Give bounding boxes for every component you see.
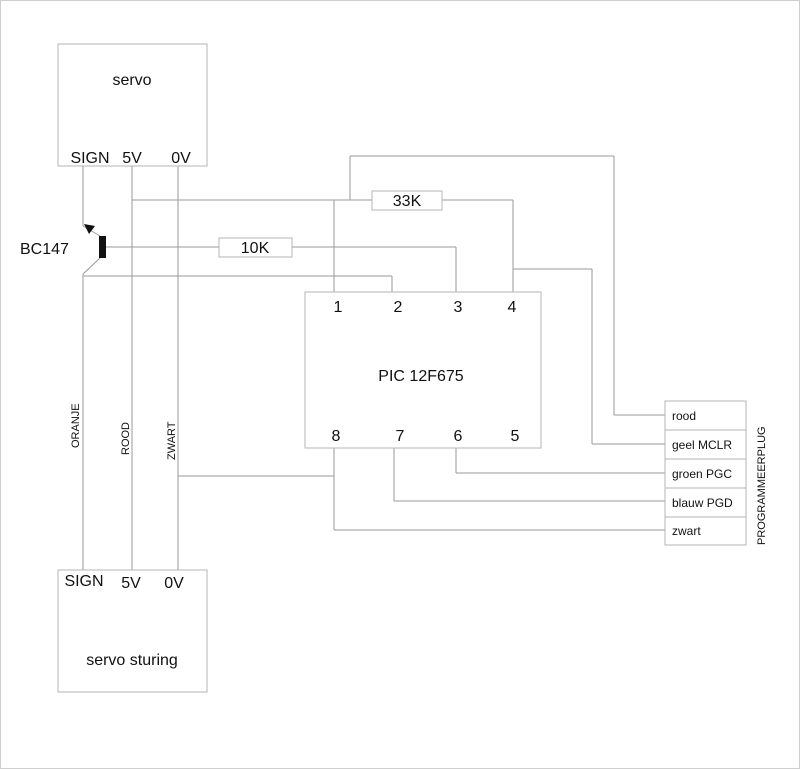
servo-rect bbox=[57, 43, 208, 167]
sturing-pin-5v: 5V bbox=[121, 575, 141, 592]
resistor-10k-body bbox=[218, 237, 293, 258]
transistor: BC147 bbox=[20, 224, 106, 258]
servo-pin-0v: 0V bbox=[171, 150, 191, 167]
wire-label-rood: ROOD bbox=[120, 422, 132, 455]
wire-label-zwart: ZWART bbox=[166, 421, 178, 460]
plug-title: PROGRAMMEERPLUG bbox=[756, 426, 768, 545]
wires bbox=[82, 155, 665, 570]
pic-rect bbox=[304, 291, 542, 449]
plug-row-pgc bbox=[664, 458, 747, 489]
transistor-emitter bbox=[82, 257, 101, 275]
servo-sturing-title: servo sturing bbox=[86, 652, 178, 669]
resistor-33k-body bbox=[371, 190, 443, 211]
transistor-arrow-icon bbox=[84, 224, 95, 234]
programmeerplug: rood geel MCLR groen PGC blauw PGD zwart… bbox=[664, 400, 768, 546]
servo-pin-5v: 5V bbox=[122, 150, 142, 167]
resistor-10k: 10K bbox=[218, 237, 293, 258]
wire-label-oranje: ORANJE bbox=[70, 403, 82, 448]
pic-title: PIC 12F675 bbox=[378, 368, 463, 385]
sturing-pin-0v: 0V bbox=[164, 575, 184, 592]
pic-pin-6: 6 bbox=[454, 428, 463, 445]
plug-label-pgd: blauw PGD bbox=[672, 496, 733, 510]
plug-row-mclr bbox=[664, 429, 747, 460]
resistor-33k: 33K bbox=[371, 190, 443, 211]
sturing-pin-sign: SIGN bbox=[64, 573, 103, 590]
resistor-33k-label: 33K bbox=[393, 193, 422, 210]
plug-label-zwart: zwart bbox=[672, 524, 701, 538]
servo-title: servo bbox=[112, 72, 151, 89]
plug-label-pgc: groen PGC bbox=[672, 467, 732, 481]
pic-pin-4: 4 bbox=[508, 299, 517, 316]
resistor-10k-label: 10K bbox=[241, 240, 270, 257]
servo-sturing-box: SIGN 5V 0V servo sturing bbox=[57, 569, 208, 693]
transistor-body bbox=[99, 236, 106, 258]
plug-label-mclr: geel MCLR bbox=[672, 438, 732, 452]
pic-pin-2: 2 bbox=[394, 299, 403, 316]
pic-pin-7: 7 bbox=[396, 428, 405, 445]
pic-pin-1: 1 bbox=[334, 299, 343, 316]
plug-row-pgd bbox=[664, 487, 747, 518]
servo-sturing-rect bbox=[57, 569, 208, 693]
pic-chip: 1 2 3 4 PIC 12F675 8 7 6 5 bbox=[304, 291, 542, 449]
servo-box: servo SIGN 5V 0V bbox=[57, 43, 208, 167]
pic-pin-3: 3 bbox=[454, 299, 463, 316]
plug-row-rood bbox=[664, 400, 747, 431]
plug-label-rood: rood bbox=[672, 409, 696, 423]
plug-row-zwart bbox=[664, 516, 747, 546]
pic-pin-5: 5 bbox=[511, 428, 520, 445]
transistor-label: BC147 bbox=[20, 241, 69, 258]
servo-pin-sign: SIGN bbox=[70, 150, 109, 167]
pic-pin-8: 8 bbox=[332, 428, 341, 445]
